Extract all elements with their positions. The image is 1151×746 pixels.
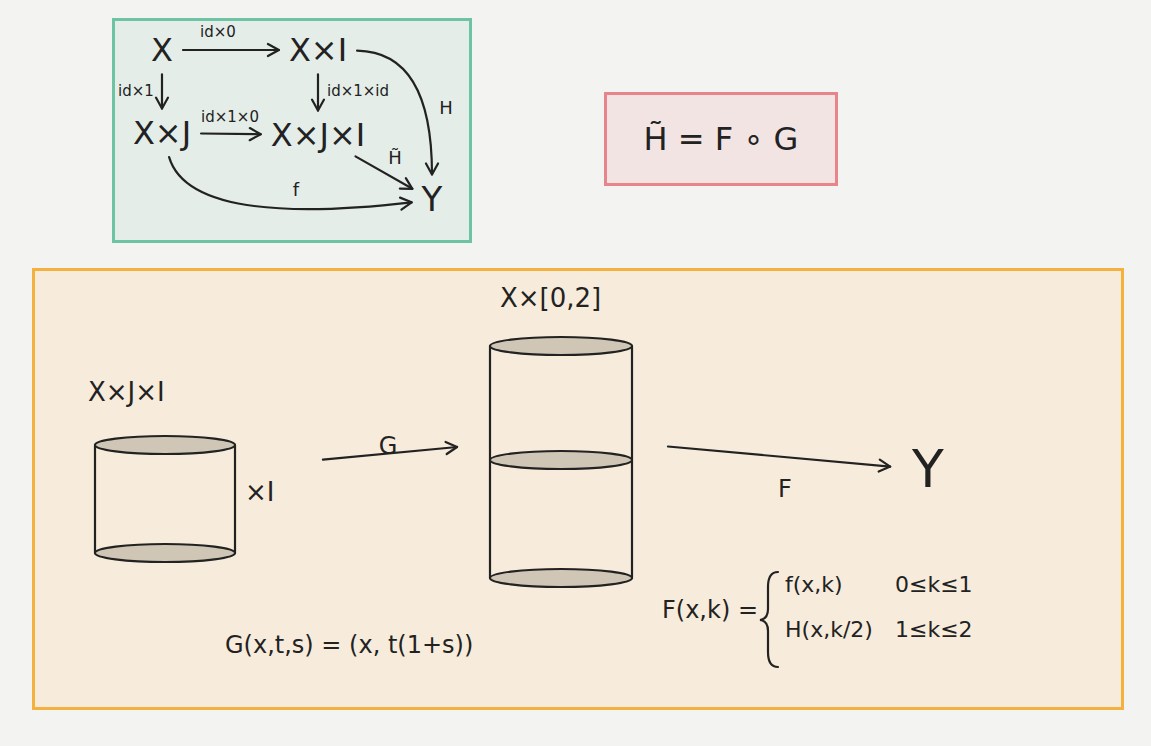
diagram-panel: X×J×I ×I X×[0,2] Y — [32, 268, 1124, 710]
arrow-head — [268, 44, 279, 56]
formula-text: 1≤k≤2 — [895, 617, 973, 642]
node-text: H̃ = F ∘ G — [644, 121, 799, 158]
math-object: X×J — [129, 115, 195, 152]
cylinder-side — [94, 445, 96, 553]
map-arrow — [312, 74, 324, 110]
node-text: ×I — [245, 478, 274, 508]
arrow-line — [355, 156, 412, 188]
cylinder-figure: X×[0,2] — [475, 282, 650, 592]
map-arrow — [201, 128, 261, 140]
node-text: X×J×I — [88, 378, 165, 408]
arrow-line — [183, 49, 279, 51]
node-text: Y — [422, 180, 443, 219]
node-text: X×J×I — [271, 117, 365, 154]
node-text: X — [151, 32, 173, 69]
cylinder-side — [489, 346, 491, 578]
arrow-line — [323, 447, 457, 460]
cylinder-end — [95, 436, 235, 454]
map-label: G — [379, 433, 398, 461]
map-arrow — [183, 44, 279, 56]
arrow-head — [400, 198, 412, 210]
map-label: id×1×id — [327, 83, 389, 100]
math-object: Y — [418, 180, 447, 219]
arrow-head — [312, 100, 324, 111]
arrow-line — [161, 74, 163, 108]
map-arrow — [355, 156, 412, 188]
arrow-head — [400, 178, 413, 189]
node-text: X×[0,2] — [500, 284, 601, 314]
brace — [760, 572, 778, 667]
map-label: H — [439, 98, 453, 119]
cylinder-end — [95, 544, 235, 562]
cylinder-side — [234, 445, 236, 553]
math-object: X×I — [285, 32, 351, 69]
node-text: X×J — [133, 115, 191, 152]
cylinder-figure: X×J×I ×I — [80, 372, 305, 572]
diagram-panel: X X×I X×J X×J×I Y — [112, 18, 472, 243]
formula-text: f(x,k) — [785, 572, 843, 597]
math-object: X — [147, 32, 177, 69]
node-text: Y — [912, 440, 944, 500]
formula-text: F(x,k) = — [662, 597, 758, 625]
map-arrow — [668, 447, 890, 472]
node-text: X×I — [289, 32, 347, 69]
target-space: Y — [908, 440, 948, 500]
map-arrow — [323, 442, 457, 460]
math-object: X×J×I — [267, 117, 369, 154]
map-arrow — [169, 157, 412, 209]
formula-text: G(x,t,s) = (x, t(1+s)) — [225, 632, 473, 660]
map-label: f — [293, 180, 299, 201]
map-label: F — [778, 476, 792, 504]
cylinder-end — [490, 569, 632, 587]
map-label: id×1 — [118, 83, 154, 100]
formula-text: 0≤k≤1 — [895, 572, 973, 597]
formula-text: H(x,k/2) — [785, 617, 873, 642]
arrow-head — [446, 442, 458, 454]
arrow-head — [879, 460, 890, 472]
map-arrow — [357, 51, 438, 175]
arrow-line — [169, 157, 412, 209]
arrow-line — [201, 132, 261, 135]
cylinder-end — [490, 451, 632, 469]
arrow-line — [317, 74, 319, 110]
arrow-head — [156, 98, 168, 109]
arrow-line — [357, 51, 432, 175]
arrow-head — [250, 128, 261, 140]
map-label: id×1×0 — [201, 109, 259, 126]
cylinder-side — [631, 346, 633, 578]
arrow-head — [426, 163, 438, 174]
arrow-line — [668, 447, 890, 467]
map-label: id×0 — [200, 24, 236, 41]
map-label: H̃ — [388, 148, 402, 169]
cylinder-end — [490, 337, 632, 355]
map-arrow — [156, 74, 168, 108]
formula-box: H̃ = F ∘ G — [604, 92, 838, 186]
